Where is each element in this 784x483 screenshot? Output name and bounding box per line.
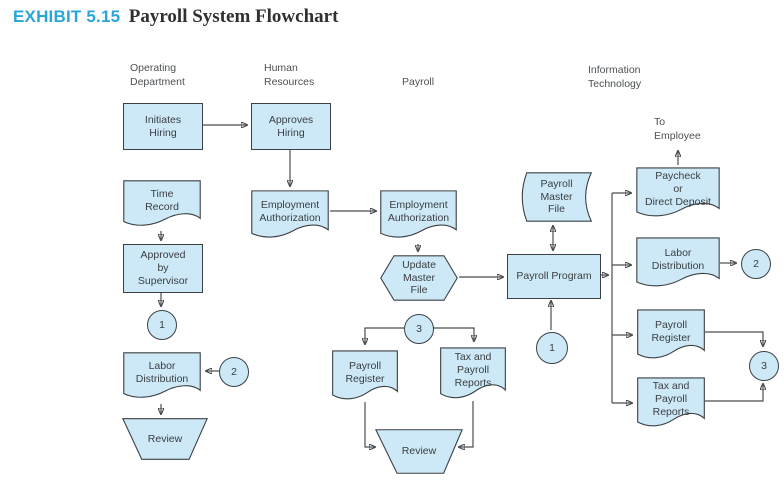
- offpage-connector-1-left: 1: [147, 310, 177, 340]
- preparation-update-master-file: Update Master File: [380, 255, 458, 301]
- document-shape: [332, 350, 398, 404]
- to-employee-label: To Employee: [654, 116, 701, 142]
- offpage-connector-2-left: 2: [219, 357, 249, 387]
- connector-number: 1: [549, 341, 555, 354]
- document-shape: [440, 347, 506, 403]
- document-tax-payroll-reports-mid: Tax and Payroll Reports: [440, 347, 506, 403]
- document-shape: [636, 167, 720, 221]
- document-labor-distribution-left: Labor Distribution: [123, 352, 201, 402]
- node-label: Payroll Register: [651, 318, 691, 344]
- process-approves-hiring: Approves Hiring: [251, 103, 331, 150]
- node-label: Approved by Supervisor: [137, 249, 189, 287]
- document-shape: [637, 309, 705, 363]
- column-header-operating-department: Operating Department: [130, 62, 185, 88]
- node-label: Tax and Payroll Reports: [454, 351, 492, 389]
- node-label: Review: [147, 432, 183, 445]
- arrow-taxreports-to-review: [459, 401, 474, 447]
- connector-number: 3: [761, 359, 767, 372]
- manual-operation-review-mid: Review: [375, 429, 463, 474]
- page-title: EXHIBIT 5.15 Payroll System Flowchart: [13, 6, 338, 28]
- process-approved-by-supervisor: Approved by Supervisor: [123, 244, 203, 293]
- document-employment-authorization-hr: Employment Authorization: [251, 190, 329, 242]
- node-label: Labor Distribution: [651, 246, 705, 272]
- node-label: Time Record: [145, 187, 179, 213]
- node-label: Payroll Master File: [540, 177, 573, 216]
- stored-data-payroll-master-file: Payroll Master File: [517, 172, 592, 222]
- process-payroll-program: Payroll Program: [507, 254, 601, 299]
- process-initiates-hiring: Initiates Hiring: [123, 103, 203, 150]
- connector-number: 2: [231, 365, 237, 378]
- document-employment-authorization-payroll: Employment Authorization: [380, 190, 457, 242]
- connector-number: 2: [753, 257, 759, 270]
- node-label: Paycheck or Direct Deposit: [645, 170, 711, 208]
- document-tax-payroll-reports-right: Tax and Payroll Reports: [637, 377, 705, 431]
- node-label: Tax and Payroll Reports: [652, 380, 690, 418]
- hexagon-shape: [380, 255, 458, 301]
- trapezoid-shape: [375, 429, 463, 474]
- node-label: Update Master File: [402, 258, 436, 297]
- node-label: Initiates Hiring: [144, 113, 182, 139]
- offpage-connector-1-mid: 1: [536, 332, 568, 364]
- column-header-human-resources: Human Resources: [264, 62, 315, 88]
- offpage-connector-3-mid: 3: [404, 314, 434, 344]
- node-label: Payroll Program: [516, 270, 592, 283]
- document-shape: [637, 377, 705, 431]
- document-paycheck-direct-deposit: Paycheck or Direct Deposit: [636, 167, 720, 221]
- document-labor-distribution-right: Labor Distribution: [636, 237, 720, 291]
- node-label: Employment Authorization: [387, 198, 450, 224]
- node-label: Employment Authorization: [259, 198, 321, 224]
- arrow-register-to-circle3: [705, 331, 763, 346]
- manual-operation-review-left: Review: [122, 418, 208, 460]
- document-shape: [123, 180, 201, 230]
- node-label: Labor Distribution: [135, 359, 189, 385]
- document-shape: [123, 352, 201, 402]
- exhibit-title: Payroll System Flowchart: [128, 6, 339, 27]
- arrow-circle3-to-taxreports: [432, 327, 474, 341]
- connector-number: 1: [159, 318, 165, 331]
- stored-data-shape: [517, 172, 592, 222]
- column-header-information-technology: Information Technology: [588, 64, 642, 90]
- offpage-connector-3-right: 3: [749, 351, 779, 381]
- document-time-record: Time Record: [123, 180, 201, 230]
- arrow-circle3-to-register: [365, 327, 404, 344]
- document-shape: [380, 190, 457, 242]
- exhibit-number: EXHIBIT 5.15: [13, 7, 121, 26]
- arrow-register-to-review: [364, 402, 375, 447]
- document-shape: [636, 237, 720, 291]
- node-label: Review: [401, 445, 437, 458]
- document-payroll-register-right: Payroll Register: [637, 309, 705, 363]
- node-label: Payroll Register: [345, 359, 385, 385]
- column-header-payroll: Payroll: [402, 76, 435, 88]
- document-shape: [251, 190, 329, 242]
- node-label: Approves Hiring: [268, 113, 314, 139]
- document-payroll-register-mid: Payroll Register: [332, 350, 398, 404]
- trapezoid-shape: [122, 418, 208, 460]
- connector-number: 3: [416, 322, 422, 335]
- offpage-connector-2-right: 2: [741, 249, 771, 279]
- arrow-taxreports-to-circle3: [705, 384, 763, 402]
